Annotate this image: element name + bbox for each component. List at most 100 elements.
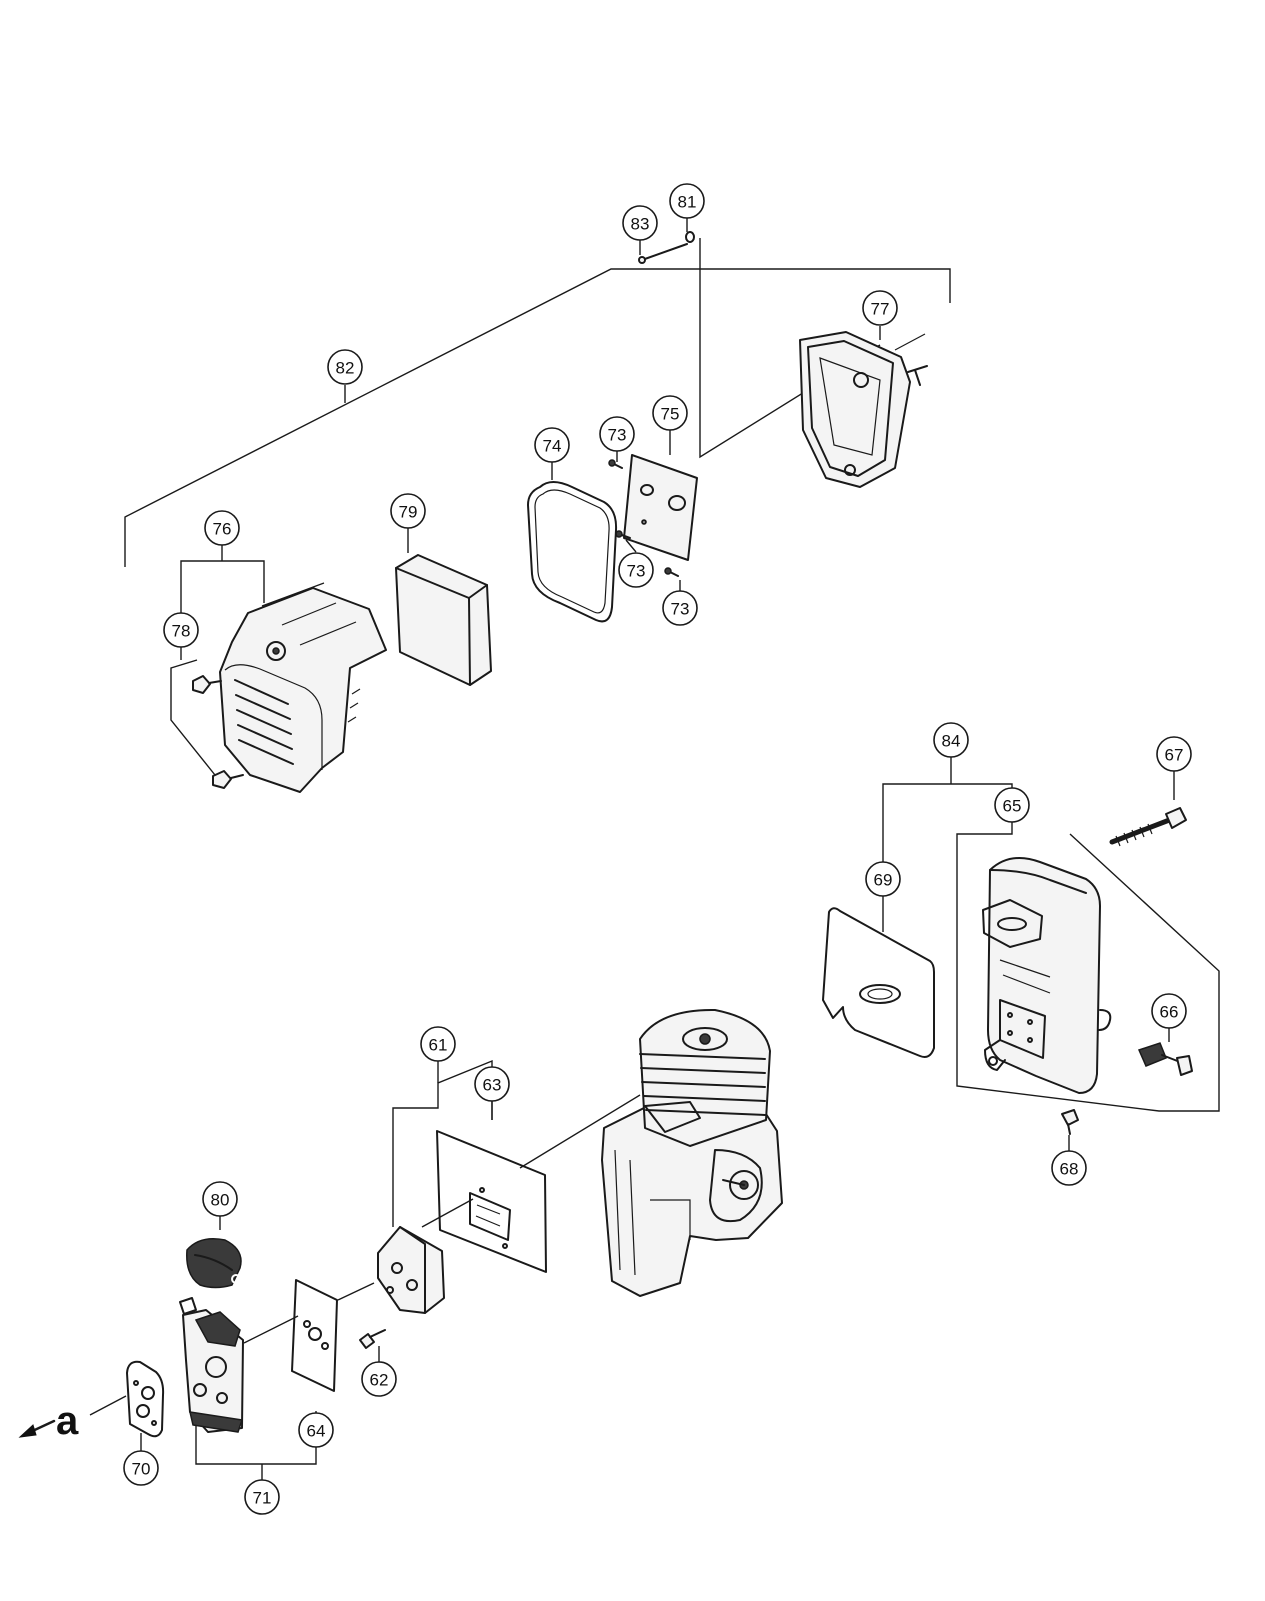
callout-circle (474, 1066, 510, 1102)
callout-label: 76 (213, 520, 232, 539)
direction-label: a (56, 1399, 79, 1443)
callout-label: 73 (608, 426, 627, 445)
callout-61: 61 (420, 1026, 456, 1062)
gasket-64-icon (291, 1279, 338, 1392)
callout-circle (1156, 736, 1192, 772)
air-cleaner-cover-76-icon (219, 582, 387, 793)
callout-circle (204, 510, 240, 546)
callout-69: 69 (865, 861, 901, 897)
callout-label: 81 (678, 193, 697, 212)
callout-80: 80 (202, 1181, 238, 1217)
callout-circle (662, 590, 698, 626)
callout-circle (862, 290, 898, 326)
callout-circle (933, 722, 969, 758)
direction-arrow-icon (18, 1419, 56, 1438)
callout-circle (534, 427, 570, 463)
callout-77: 77 (862, 290, 898, 326)
gasket-70-icon (126, 1360, 165, 1438)
muffler-65-icon (982, 856, 1112, 1094)
callout-71: 71 (244, 1479, 280, 1515)
bolt-67-icon (1109, 807, 1187, 847)
callout-circle (865, 861, 901, 897)
callout-76: 76 (204, 510, 240, 546)
callout-83: 83 (622, 205, 658, 241)
plate-75-icon (623, 454, 698, 561)
callout-84: 84 (933, 722, 969, 758)
callout-79: 79 (390, 493, 426, 529)
callout-label: 75 (661, 405, 680, 424)
filter-element-79-icon (395, 554, 492, 686)
bolt-62-icon (359, 1329, 386, 1349)
spark-arrester-66-icon (1137, 1042, 1193, 1076)
callout-circle (618, 552, 654, 588)
callout-circle (163, 612, 199, 648)
callout-label: 70 (132, 1460, 151, 1479)
callout-65: 65 (994, 787, 1030, 823)
knob-78-icon (192, 675, 244, 789)
callout-label: 78 (172, 622, 191, 641)
gasket-74-icon (527, 481, 618, 623)
callout-layer: 83 81 82 77 75 73 74 79 76 78 73 73 84 67 65 69 66 68 61 63… (123, 183, 1192, 1515)
callout-circle (123, 1450, 159, 1486)
callout-label: 79 (399, 503, 418, 522)
callout-label: 73 (671, 600, 690, 619)
callout-circle (202, 1181, 238, 1217)
callout-63: 63 (474, 1066, 510, 1102)
muffler-gasket-69-icon (822, 907, 935, 1058)
callout-circle (298, 1412, 334, 1448)
intake-manifold-61-icon (377, 1226, 445, 1314)
callout-label: 80 (211, 1191, 230, 1210)
callout-circle (622, 205, 658, 241)
callout-circle (652, 395, 688, 431)
callout-label: 61 (429, 1036, 448, 1055)
washer-81-icon (685, 231, 695, 243)
callout-circle (361, 1361, 397, 1397)
callout-circle (390, 493, 426, 529)
callout-label: 84 (942, 732, 961, 751)
callout-label: 83 (631, 215, 650, 234)
callout-circle (244, 1479, 280, 1515)
callout-label: 62 (370, 1371, 389, 1390)
carburetor-71-icon (179, 1297, 244, 1433)
callout-73a: 73 (599, 416, 635, 452)
callout-81: 81 (669, 183, 705, 219)
callout-70: 70 (123, 1450, 159, 1486)
air-cleaner-base-77-icon (799, 331, 928, 488)
callout-label: 67 (1165, 746, 1184, 765)
callout-label: 65 (1003, 797, 1022, 816)
insulator-gasket-63-icon (436, 1130, 547, 1273)
callout-74: 74 (534, 427, 570, 463)
callout-circle (994, 787, 1030, 823)
callout-73c: 73 (662, 590, 698, 626)
callout-62: 62 (361, 1361, 397, 1397)
carburetor-cover-80-icon (186, 1238, 242, 1289)
callout-circle (599, 416, 635, 452)
bolt-83-icon (638, 243, 688, 264)
callout-label: 68 (1060, 1160, 1079, 1179)
callout-circle (669, 183, 705, 219)
screw-68-icon (1061, 1109, 1079, 1135)
leader-lines (89, 218, 1220, 1480)
callout-label: 63 (483, 1076, 502, 1095)
callout-82: 82 (327, 349, 363, 385)
callout-75: 75 (652, 395, 688, 431)
callout-64: 64 (298, 1412, 334, 1448)
callout-circle (1051, 1150, 1087, 1186)
callout-label: 64 (307, 1422, 326, 1441)
callout-label: 73 (627, 562, 646, 581)
callout-label: 74 (543, 437, 562, 456)
engine-cylinder-icon (601, 1008, 783, 1297)
callout-67: 67 (1156, 736, 1192, 772)
callout-label: 77 (871, 300, 890, 319)
callout-circle (327, 349, 363, 385)
callout-circle (420, 1026, 456, 1062)
callout-circle (1151, 993, 1187, 1029)
callout-label: 82 (336, 359, 355, 378)
callout-label: 69 (874, 871, 893, 890)
callout-78: 78 (163, 612, 199, 648)
callout-label: 66 (1160, 1003, 1179, 1022)
callout-66: 66 (1151, 993, 1187, 1029)
callout-73b: 73 (618, 552, 654, 588)
